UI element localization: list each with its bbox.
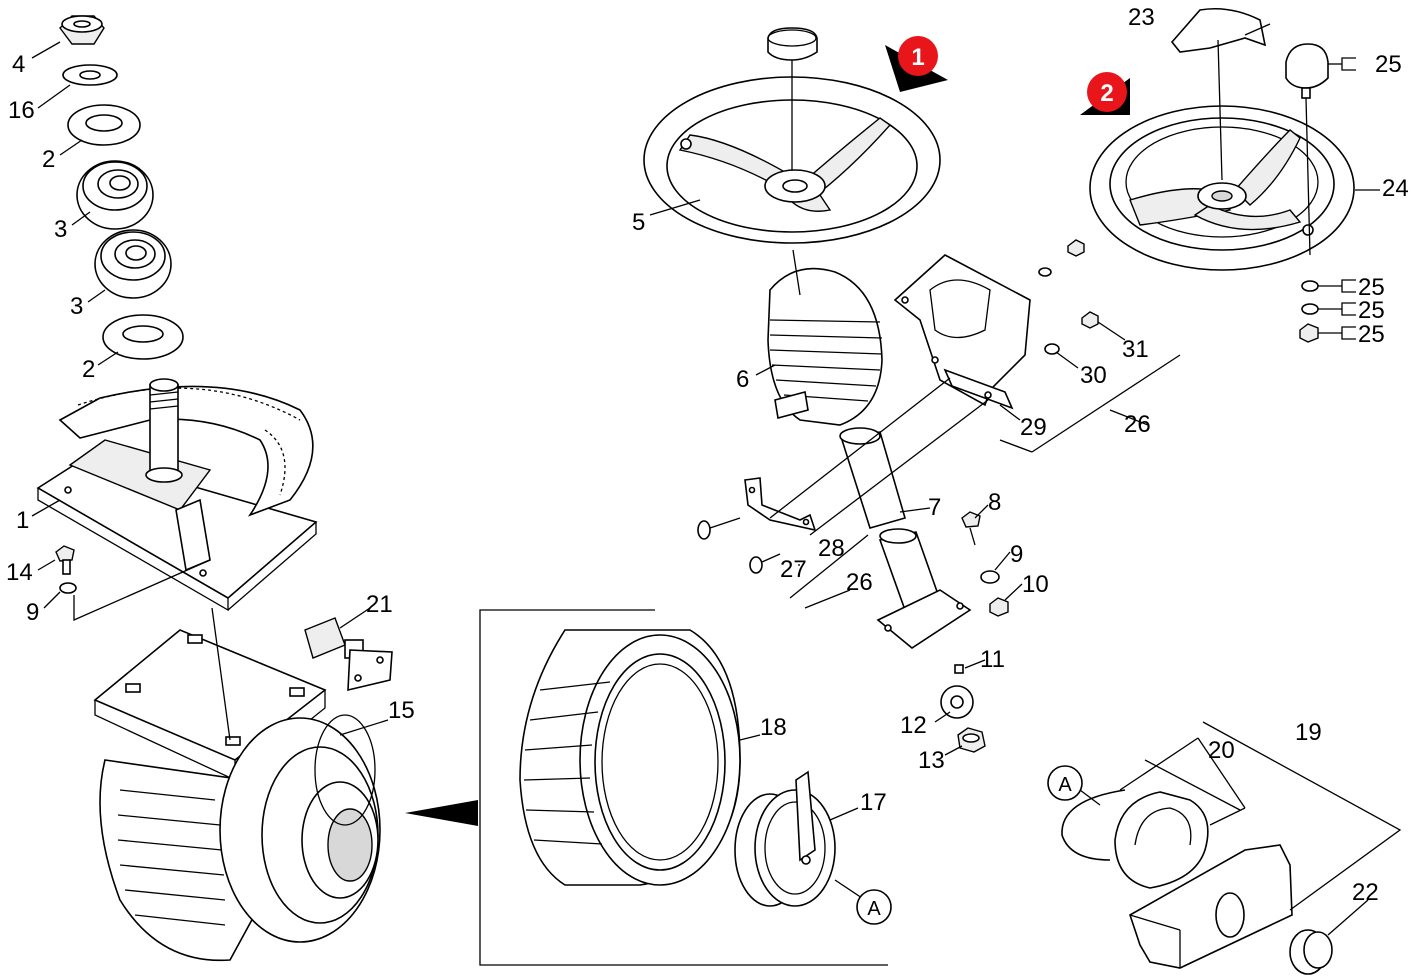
callout-12: 12 bbox=[900, 712, 927, 739]
bolt-part bbox=[697, 517, 741, 540]
nut-part bbox=[1081, 311, 1099, 329]
washer-part bbox=[102, 314, 184, 360]
variant-arrow-2: 2 bbox=[1080, 72, 1130, 115]
bracket-part bbox=[744, 477, 817, 532]
callout-9: 9 bbox=[26, 599, 39, 626]
callout-4: 4 bbox=[12, 51, 25, 78]
washer-part bbox=[1301, 303, 1319, 315]
callout-1: 1 bbox=[16, 507, 29, 534]
callout-21: 21 bbox=[366, 591, 393, 618]
callout-30: 30 bbox=[1080, 362, 1107, 389]
callout-28: 28 bbox=[818, 535, 845, 562]
reference-marker-a: A bbox=[856, 889, 892, 925]
callout-2: 2 bbox=[42, 146, 55, 173]
nut-part bbox=[957, 727, 986, 753]
callout-3: 3 bbox=[54, 216, 67, 243]
nut-part bbox=[1067, 239, 1085, 257]
variant-1-label: 1 bbox=[911, 44, 924, 71]
steering-plate-part bbox=[36, 378, 318, 612]
callout-20: 20 bbox=[1208, 737, 1235, 764]
callout-16: 16 bbox=[8, 97, 35, 124]
callout-23: 23 bbox=[1128, 4, 1155, 31]
callout-26: 26 bbox=[1124, 411, 1151, 438]
callout-27: 27 bbox=[780, 556, 807, 583]
reference-marker-a: A bbox=[1047, 765, 1083, 801]
drive-wheel-assembly bbox=[93, 629, 381, 962]
callout-24: 24 bbox=[1382, 175, 1409, 202]
callout-26: 26 bbox=[846, 569, 873, 596]
steering-column-part bbox=[839, 427, 972, 649]
nut-part bbox=[989, 597, 1009, 617]
column-cover-part bbox=[767, 249, 883, 426]
callout-25: 25 bbox=[1358, 321, 1385, 348]
variant-2-label: 2 bbox=[1100, 80, 1113, 107]
callout-8: 8 bbox=[988, 489, 1001, 516]
callout-5: 5 bbox=[632, 209, 645, 236]
callout-22: 22 bbox=[1352, 879, 1379, 906]
pinion-gear-part bbox=[940, 685, 974, 719]
washer-part bbox=[59, 582, 77, 594]
bracket-25-symbol bbox=[1318, 57, 1356, 340]
spring-clip-part bbox=[1061, 789, 1126, 861]
callout-15: 15 bbox=[388, 697, 415, 724]
washer-part bbox=[67, 104, 141, 146]
callout-6: 6 bbox=[736, 366, 749, 393]
bearing-part bbox=[76, 160, 154, 230]
variant-arrow-1: 1 bbox=[885, 36, 948, 92]
steering-wheel-part bbox=[1089, 7, 1355, 271]
callout-9: 9 bbox=[1010, 541, 1023, 568]
leader-lines bbox=[31, 23, 1402, 936]
nut-part bbox=[59, 15, 105, 45]
washer-part bbox=[1301, 280, 1319, 292]
knob-part bbox=[1285, 43, 1329, 256]
callout-18: 18 bbox=[760, 714, 787, 741]
detail-arrow bbox=[405, 800, 478, 826]
bracket-part bbox=[893, 254, 1031, 410]
callout-3: 3 bbox=[70, 293, 83, 320]
switch-part bbox=[304, 617, 393, 692]
nut-part bbox=[1299, 323, 1319, 343]
detail-frame bbox=[479, 609, 888, 966]
callout-17: 17 bbox=[860, 789, 887, 816]
steering-wheel-part bbox=[643, 27, 941, 244]
washer-part bbox=[1038, 267, 1052, 277]
washer-part bbox=[1044, 343, 1060, 355]
callout-19: 19 bbox=[1295, 719, 1322, 746]
callout-25: 25 bbox=[1358, 297, 1385, 324]
callout-10: 10 bbox=[1022, 571, 1049, 598]
callout-11: 11 bbox=[980, 646, 1005, 673]
bushing-part bbox=[1289, 929, 1333, 975]
callout-14: 14 bbox=[6, 559, 33, 586]
bolt-part bbox=[961, 511, 981, 546]
callout-31: 31 bbox=[1122, 336, 1149, 363]
callout-7: 7 bbox=[928, 494, 941, 521]
mounting-plate-part bbox=[1129, 844, 1293, 969]
washer-part bbox=[980, 570, 1000, 584]
bearing-part bbox=[94, 229, 172, 299]
hub-part bbox=[734, 770, 836, 907]
pin-part bbox=[954, 664, 964, 674]
washer-part bbox=[62, 64, 118, 86]
callout-25: 25 bbox=[1375, 51, 1402, 78]
callout-13: 13 bbox=[918, 747, 945, 774]
reference-a-label: A bbox=[1058, 774, 1072, 796]
bolt-part bbox=[749, 553, 781, 574]
callout-2: 2 bbox=[82, 356, 95, 383]
tyre-part bbox=[519, 629, 741, 886]
clip-part bbox=[1114, 791, 1209, 889]
reference-a-label: A bbox=[867, 898, 881, 920]
callout-29: 29 bbox=[1020, 414, 1047, 441]
bolt-part bbox=[55, 545, 75, 575]
callout-25: 25 bbox=[1358, 274, 1385, 301]
